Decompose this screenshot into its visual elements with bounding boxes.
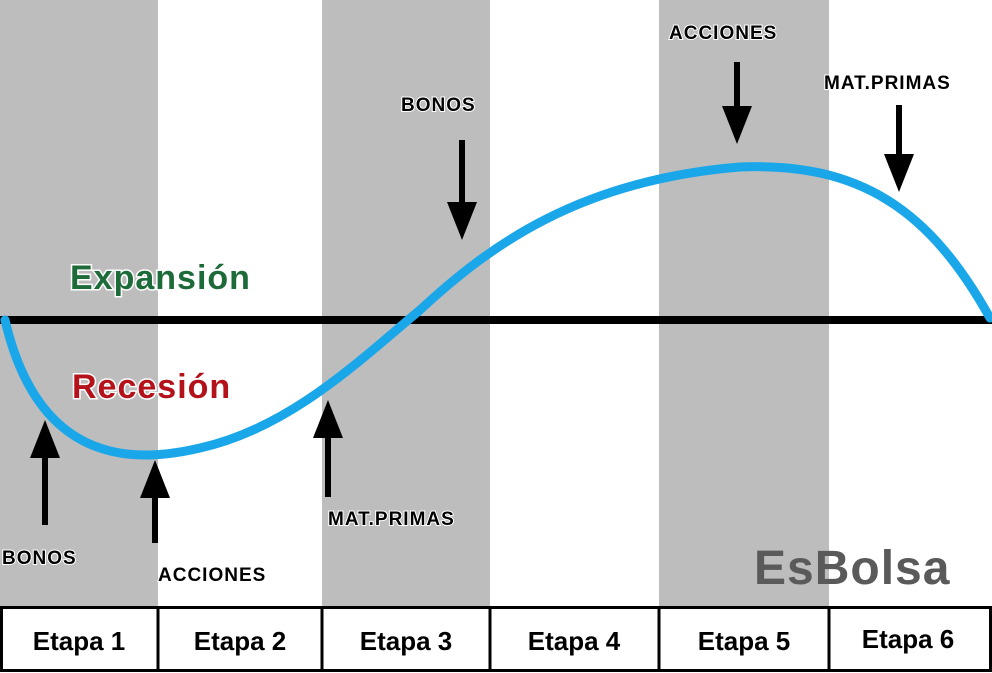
stage-bands [0, 0, 829, 608]
arrows [30, 62, 914, 543]
arrow-down-icon [884, 105, 914, 192]
cycle-curve [0, 162, 992, 460]
stage-band-5 [659, 0, 829, 608]
marker-label-acciones-down: ACCIONES [669, 23, 777, 44]
stage-cell-1: Etapa 1 [33, 626, 126, 656]
stage-table: Etapa 1 Etapa 2 Etapa 3 Etapa 4 Etapa 5 … [0, 606, 992, 672]
recession-label: Recesión [72, 368, 231, 406]
arrow-up-icon [140, 460, 170, 543]
stage-cell-2: Etapa 2 [194, 626, 287, 656]
marker-label-matprimas-down: MAT.PRIMAS [824, 73, 951, 94]
arrow-up-icon [30, 420, 60, 525]
marker-label-matprimas-up: MAT.PRIMAS [328, 509, 455, 530]
stage-cell-5: Etapa 5 [698, 626, 791, 656]
arrow-down-icon [722, 62, 752, 144]
stage-cell-4: Etapa 4 [528, 626, 621, 656]
marker-label-bonos-up: BONOS [2, 548, 77, 569]
stage-band-3 [322, 0, 490, 608]
stage-band-1 [0, 0, 158, 608]
arrow-down-icon [447, 140, 477, 240]
brand-logo: EsBolsa [754, 542, 950, 595]
expansion-label: Expansión [70, 259, 251, 297]
stage-cell-6: Etapa 6 [862, 624, 955, 654]
arrow-up-icon [313, 400, 343, 497]
stage-cell-3: Etapa 3 [360, 626, 453, 656]
marker-label-bonos-down: BONOS [401, 95, 476, 116]
marker-label-acciones-up: ACCIONES [158, 565, 266, 586]
